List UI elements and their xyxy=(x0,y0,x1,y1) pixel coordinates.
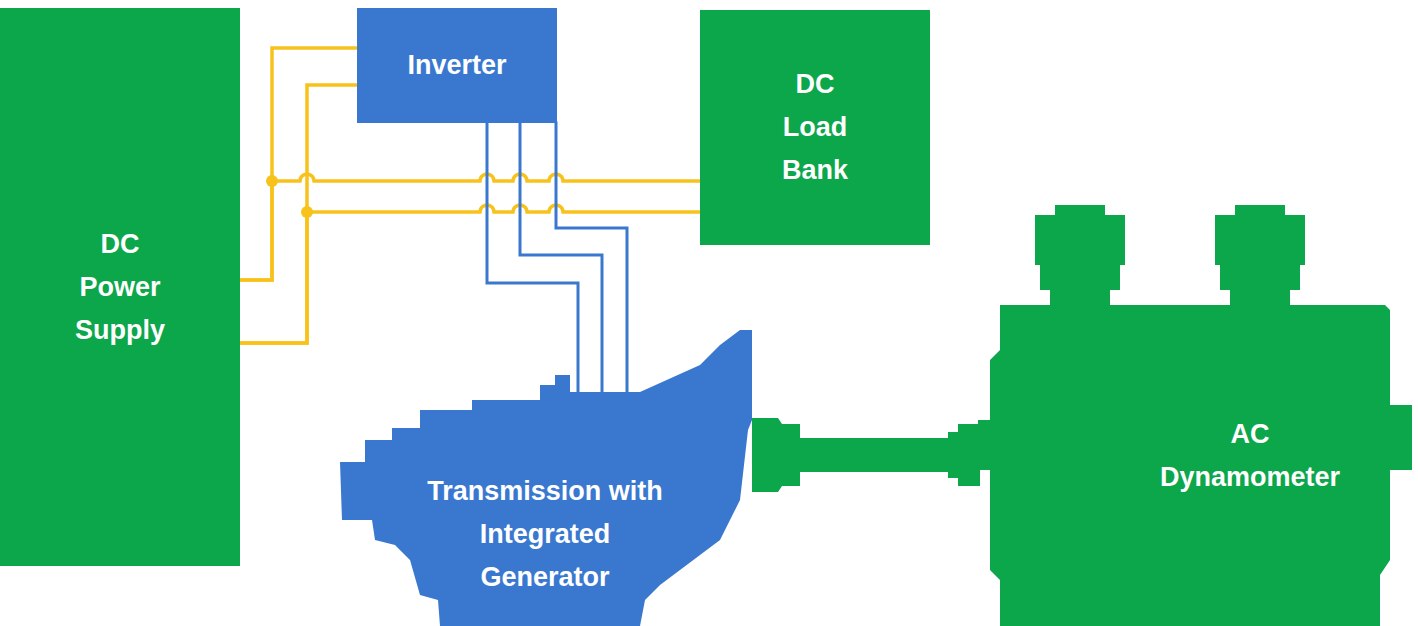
dc-power-wire xyxy=(240,48,357,280)
node-label: Inverter xyxy=(372,44,542,87)
junction-dot xyxy=(301,206,313,218)
drive-shaft xyxy=(752,438,978,472)
dynamometer-shape: AC Dynamometer xyxy=(975,203,1418,626)
phase-wire xyxy=(556,123,627,392)
phase-wire xyxy=(487,123,578,392)
power-supply-box: DC Power Supply xyxy=(0,8,240,566)
dynamometer-shape-polygon xyxy=(978,205,1412,626)
node-label: DC Power Supply xyxy=(65,223,175,352)
transmission-shape: Transmission with Integrated Generator xyxy=(338,326,758,626)
node-label: Transmission with Integrated Generator xyxy=(420,470,670,599)
junction-dot xyxy=(266,175,278,187)
inverter-box: Inverter xyxy=(357,8,557,123)
dynamometer-shape-outline xyxy=(975,203,1418,626)
dc-power-wire xyxy=(240,174,700,280)
node-label: DC Load Bank xyxy=(770,63,860,192)
phase-wire xyxy=(520,123,602,392)
node-label: AC Dynamometer xyxy=(1150,413,1350,499)
load-bank-box: DC Load Bank xyxy=(700,10,930,245)
dc-power-wire xyxy=(240,205,700,343)
dc-power-wire xyxy=(240,85,357,343)
transmission-shape-polygon xyxy=(340,330,752,626)
